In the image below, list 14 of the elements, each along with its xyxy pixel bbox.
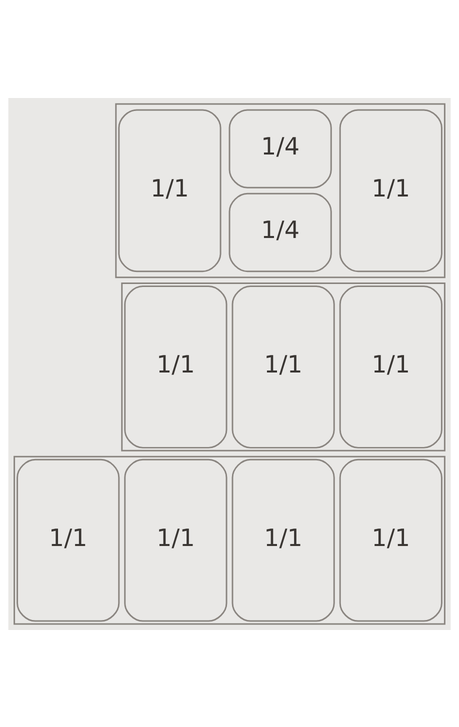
cluster bbox=[115, 102, 446, 278]
node-box: 1/1 bbox=[124, 285, 228, 448]
cluster bbox=[14, 455, 446, 624]
node-box: 1/1 bbox=[232, 458, 335, 622]
node-box: 1/1 bbox=[339, 285, 442, 448]
node-box: 1/1 bbox=[118, 108, 222, 272]
node-box: 1/1 bbox=[232, 285, 335, 448]
node-box: 1/4 bbox=[228, 108, 332, 188]
node-box: 1/1 bbox=[124, 458, 228, 622]
node-box: 1/1 bbox=[339, 108, 442, 272]
cluster bbox=[121, 282, 446, 451]
node-box: 1/4 bbox=[228, 192, 332, 272]
node-box: 1/1 bbox=[339, 458, 442, 622]
node-box: 1/1 bbox=[16, 458, 120, 622]
